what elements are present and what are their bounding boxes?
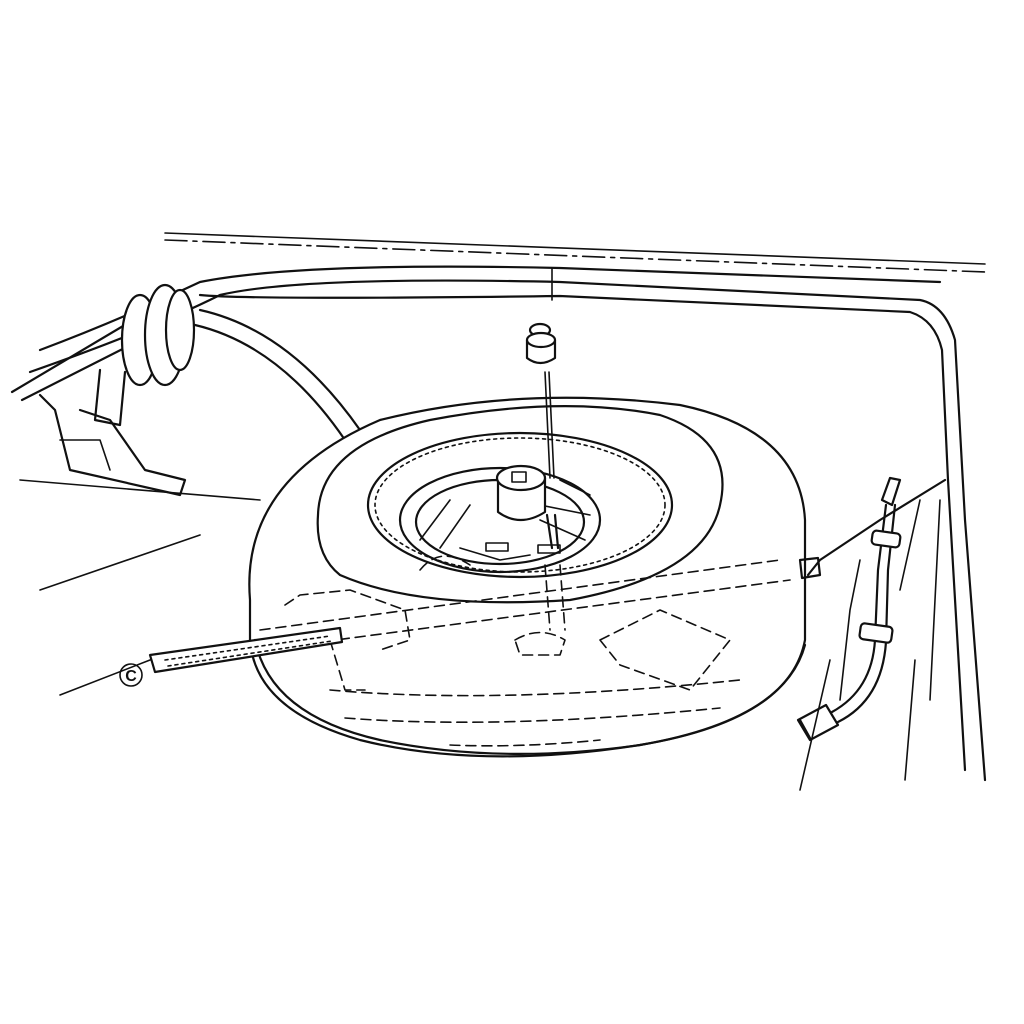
spare-tire <box>248 396 807 758</box>
callout-c-label: C <box>125 668 137 685</box>
rear-panel-curve <box>193 308 362 442</box>
callout-c: C <box>119 663 143 687</box>
jack-ratchet-bar <box>148 626 344 674</box>
spring-mount <box>38 283 196 497</box>
retaining-nut <box>525 267 557 479</box>
lug-wrench <box>796 476 947 791</box>
hidden-jack-outline <box>259 555 791 691</box>
